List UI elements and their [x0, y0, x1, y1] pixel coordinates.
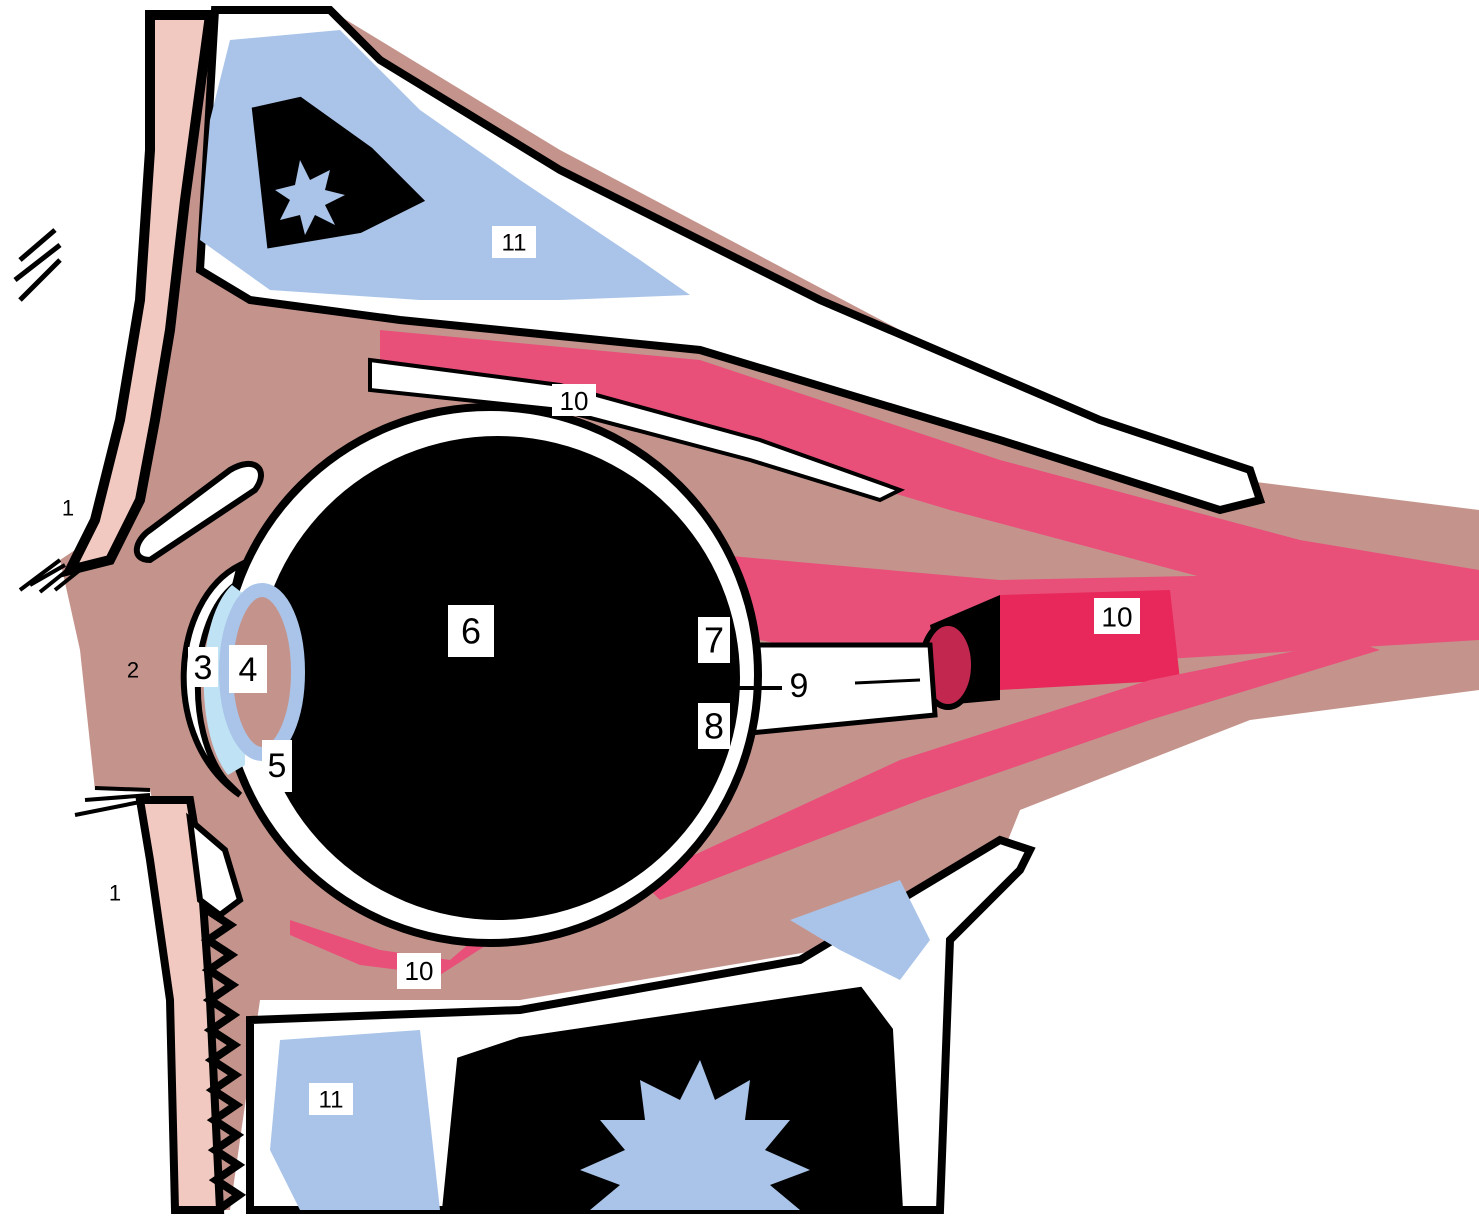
svg-text:8: 8 — [704, 706, 724, 747]
svg-text:11: 11 — [502, 230, 527, 257]
svg-text:10: 10 — [405, 956, 434, 986]
label-retina: 7 — [698, 617, 730, 663]
label-anterior-chamber: 3 — [188, 647, 218, 687]
svg-text:1: 1 — [109, 881, 121, 906]
brow-hair-icon — [15, 230, 60, 300]
svg-text:4: 4 — [239, 651, 258, 689]
svg-text:1: 1 — [62, 496, 74, 521]
label-optic-nerve: 9 — [790, 667, 809, 705]
label-muscle-inferior: 10 — [397, 953, 441, 989]
label-cornea: 2 — [127, 658, 139, 683]
label-eyelid-upper: 1 — [62, 496, 74, 521]
maxillary-sinus-region — [270, 1030, 440, 1210]
label-sinus-frontal: 11 — [492, 226, 536, 258]
svg-text:10: 10 — [560, 386, 589, 416]
svg-text:10: 10 — [1101, 602, 1132, 633]
svg-text:2: 2 — [127, 658, 139, 683]
svg-text:3: 3 — [194, 649, 213, 687]
label-lens: 4 — [229, 645, 267, 693]
label-sinus-maxillary: 11 — [309, 1083, 353, 1115]
label-muscle-lateral: 10 — [1094, 598, 1140, 634]
svg-text:11: 11 — [319, 1087, 344, 1114]
svg-text:6: 6 — [461, 611, 481, 652]
label-eyelid-lower: 1 — [109, 881, 121, 906]
label-ciliary-body: 5 — [262, 740, 292, 792]
label-optic-disc: 8 — [698, 703, 730, 749]
svg-text:5: 5 — [268, 747, 287, 785]
svg-text:7: 7 — [704, 620, 724, 661]
svg-text:9: 9 — [790, 667, 809, 705]
label-vitreous-body: 6 — [448, 605, 494, 657]
eyeball-interior — [256, 436, 740, 920]
lateral-muscle-belly — [1000, 590, 1180, 690]
label-muscle-superior: 10 — [552, 384, 596, 416]
